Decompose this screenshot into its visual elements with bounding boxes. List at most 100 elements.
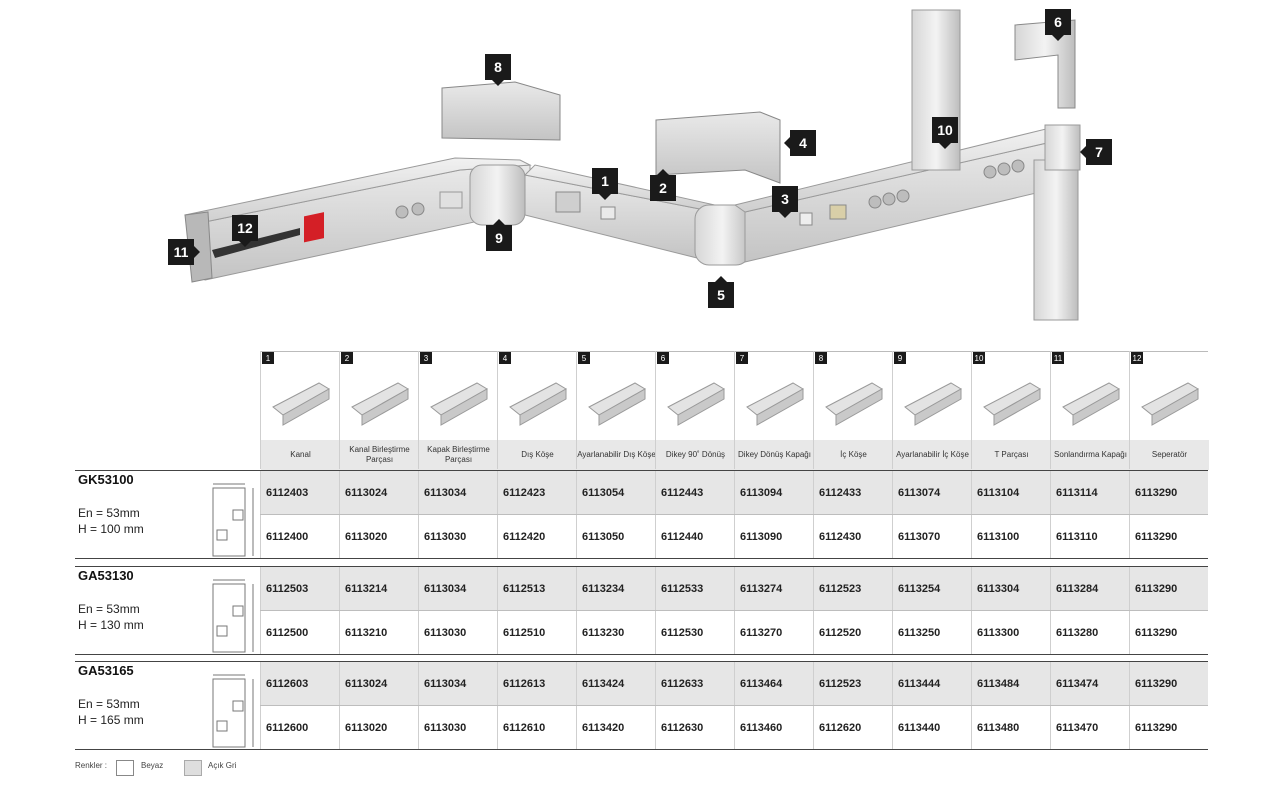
product-thumbnail-image [272,382,330,426]
product-code-cell: 6113034 [418,567,497,610]
callout-badge-7: 7 [1080,139,1112,165]
callout-badge-11: 11 [168,239,200,265]
product-code-cell: 6113474 [1050,662,1129,705]
product-code-cell: 6113424 [576,662,655,705]
product-code-cell: 6112630 [655,706,734,749]
row-divider [260,514,1208,515]
product-code-cell: 6113290 [1129,662,1208,705]
product-code-cell: 6112420 [497,515,576,558]
product-code-cell: 6113100 [971,515,1050,558]
legend-white-label: Beyaz [141,761,164,770]
product-code-cell: 6113250 [892,611,971,654]
product-thumbnail-image [667,382,725,426]
product-code-cell: 6112533 [655,567,734,610]
product-code-cell: 6113464 [734,662,813,705]
product-name-label: Kanal [261,440,340,470]
group-model-name: GK53100 [78,472,134,487]
group-model-name: GA53130 [78,568,134,583]
product-code-cell: 6112510 [497,611,576,654]
product-code-cell: 6113034 [418,662,497,705]
light-grey-swatch [184,760,202,776]
callout-badge-1: 1 [592,168,618,200]
callout-badge-3: 3 [772,186,798,218]
product-code-cell: 6112633 [655,662,734,705]
product-number-badge: 12 [1131,352,1143,364]
product-number-badge: 11 [1052,352,1064,364]
group-height-spec: H = 130 mm [78,618,144,632]
callout-badge-4: 4 [784,130,816,156]
group-height-spec: H = 165 mm [78,713,144,727]
product-code-cell: 6113290 [1129,515,1208,558]
trunking-system-illustration: 1 2 3 4 5 6 7 8 9 10 11 12 [0,0,1280,330]
product-code-cell: 6113050 [576,515,655,558]
product-number-badge: 7 [736,352,748,364]
product-code-cell: 6113304 [971,567,1050,610]
product-name-label: Kanal Birleştirme Parçası [340,440,419,470]
product-name-label: Sonlandırma Kapağı [1051,440,1130,470]
group-bottom-rule [75,654,1208,655]
product-code-cell: 6113290 [1129,567,1208,610]
profile-cross-section-drawing [212,483,254,557]
group-height-spec: H = 100 mm [78,522,144,536]
product-code-cell: 6112430 [813,515,892,558]
product-code-cell: 6113114 [1050,471,1129,514]
product-thumbnail-image [746,382,804,426]
product-code-cell: 6113110 [1050,515,1129,558]
product-code-cell: 6112433 [813,471,892,514]
group-width-spec: En = 53mm [78,697,140,711]
product-code-cell: 6113020 [339,706,418,749]
product-code-cell: 6113030 [418,611,497,654]
product-code-cell: 6112613 [497,662,576,705]
group-top-rule [75,566,1208,567]
product-thumbnail-image [430,382,488,426]
product-name-label: İç Köşe [814,440,893,470]
legend-grey-label: Açık Gri [208,761,237,770]
product-number-badge: 9 [894,352,906,364]
product-code-cell: 6112610 [497,706,576,749]
product-thumbnail-image [983,382,1041,426]
product-thumbnail-image [904,382,962,426]
product-name-label: Dikey Dönüş Kapağı [735,440,814,470]
product-code-cell: 6113444 [892,662,971,705]
product-code-cell: 6113054 [576,471,655,514]
product-name-label: Dikey 90˚ Dönüş [656,440,735,470]
product-thumbnail-image [509,382,567,426]
product-thumbnail-image [588,382,646,426]
callout-badge-12: 12 [232,215,258,247]
product-code-cell: 6113290 [1129,706,1208,749]
product-code-cell: 6112523 [813,567,892,610]
product-code-cell: 6113024 [339,471,418,514]
product-number-badge: 6 [657,352,669,364]
product-code-cell: 6112603 [260,662,339,705]
product-number-badge: 5 [578,352,590,364]
product-code-cell: 6113300 [971,611,1050,654]
product-name-label: Seperatör [1130,440,1209,470]
group-bottom-rule [75,558,1208,559]
product-name-label: Ayarlanabilir İç Köşe [893,440,972,470]
product-code-cell: 6112500 [260,611,339,654]
group-bottom-rule [75,749,1208,750]
product-code-cell: 6112530 [655,611,734,654]
group-top-rule [75,661,1208,662]
product-thumbnail-image [1141,382,1199,426]
callout-badge-2: 2 [650,169,676,201]
group-model-name: GA53165 [78,663,134,678]
product-number-badge: 3 [420,352,432,364]
product-code-cell: 6112513 [497,567,576,610]
product-code-cell: 6112520 [813,611,892,654]
product-code-cell: 6113460 [734,706,813,749]
product-code-cell: 6112600 [260,706,339,749]
